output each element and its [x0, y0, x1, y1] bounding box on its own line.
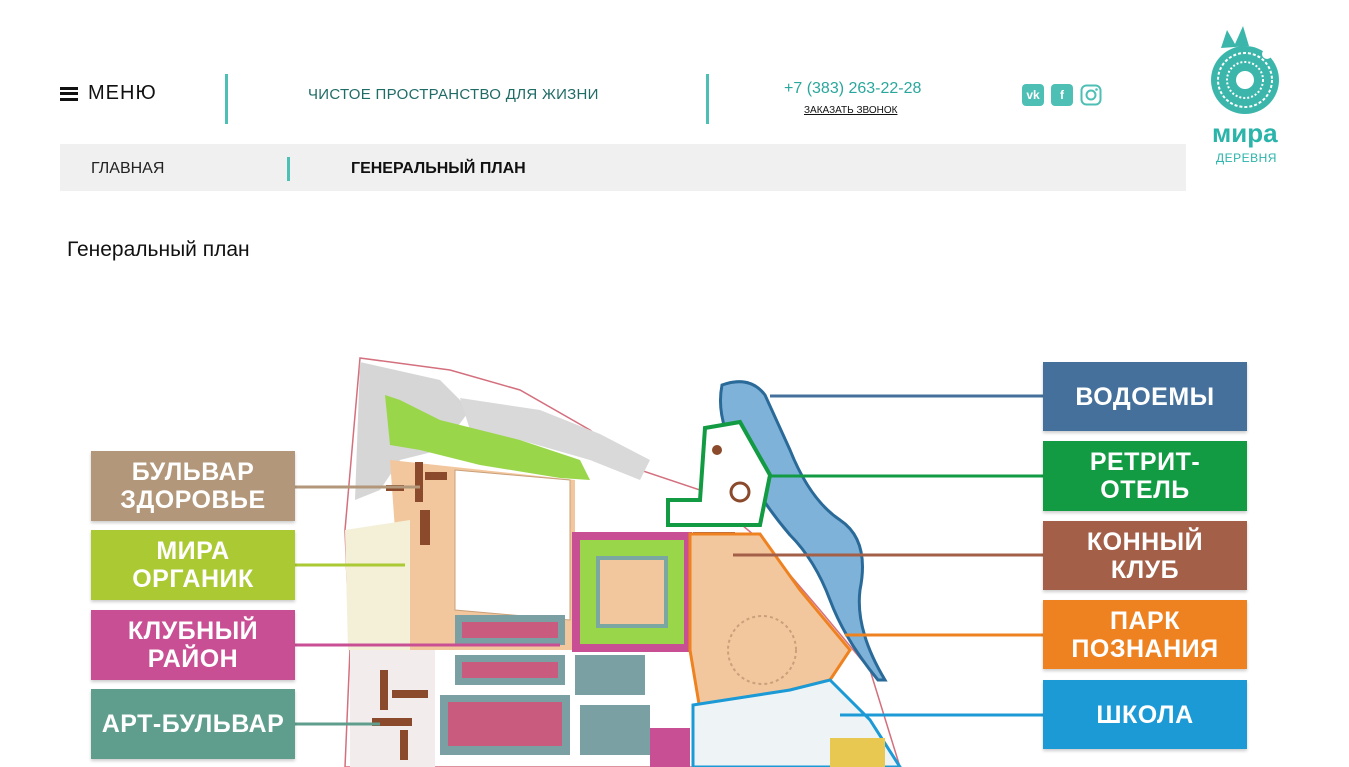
- zone-label-school[interactable]: ШКОЛА: [1043, 680, 1247, 749]
- zone-label-line: ЗДОРОВЬЕ: [120, 486, 266, 514]
- zone-label-line: РАЙОН: [147, 645, 239, 673]
- zone-label-line: БУЛЬВАР: [131, 458, 255, 486]
- header-divider: [225, 74, 228, 124]
- breadcrumb-current: ГЕНЕРАЛЬНЫЙ ПЛАН: [351, 160, 526, 177]
- zone-label-line: МИРА: [156, 537, 230, 565]
- zone-label-line: АРТ-БУЛЬВАР: [101, 710, 285, 738]
- mira-logo-icon[interactable]: [1205, 20, 1295, 170]
- facebook-icon[interactable]: f: [1051, 84, 1073, 106]
- zone-label-line: РЕТРИТ-: [1089, 448, 1201, 476]
- hamburger-icon: [60, 86, 78, 101]
- zone-label-line: КЛУБНЫЙ: [127, 617, 259, 645]
- menu-button[interactable]: МЕНЮ: [60, 82, 157, 105]
- master-plan-drawing: [295, 357, 1043, 767]
- zone-label-line: ОРГАНИК: [132, 565, 254, 593]
- zone-label-line: ВОДОЕМЫ: [1075, 382, 1215, 411]
- zone-label-retreat-hotel[interactable]: РЕТРИТ-ОТЕЛЬ: [1043, 441, 1247, 511]
- zone-label-line: ПОЗНАНИЯ: [1071, 634, 1219, 663]
- callback-link[interactable]: ЗАКАЗАТЬ ЗВОНОК: [804, 105, 898, 116]
- breadcrumb-home-link[interactable]: ГЛАВНАЯ: [91, 160, 165, 177]
- breadcrumb: ГЛАВНАЯ ГЕНЕРАЛЬНЫЙ ПЛАН: [60, 144, 1186, 191]
- logo-subtitle: ДЕРЕВНЯ: [1216, 151, 1277, 165]
- header-divider: [706, 74, 709, 124]
- logo-title: мира: [1212, 118, 1278, 148]
- vk-icon[interactable]: vk: [1022, 84, 1044, 106]
- zone-label-water-bodies[interactable]: ВОДОЕМЫ: [1043, 362, 1247, 431]
- zone-label-line: КЛУБ: [1110, 555, 1180, 584]
- menu-label: МЕНЮ: [88, 82, 157, 104]
- page-title: Генеральный план: [67, 238, 250, 261]
- instagram-icon[interactable]: [1080, 84, 1102, 106]
- breadcrumb-divider: [287, 157, 290, 181]
- zone-label-line: КОННЫЙ: [1086, 527, 1204, 556]
- zone-label-line: ШКОЛА: [1096, 700, 1194, 729]
- site-header: МЕНЮ ЧИСТОЕ ПРОСТРАНСТВО ДЛЯ ЖИЗНИ +7 (3…: [0, 0, 1349, 165]
- phone-number[interactable]: +7 (383) 263-22-28: [784, 80, 922, 97]
- tagline: ЧИСТОЕ ПРОСТРАНСТВО ДЛЯ ЖИЗНИ: [308, 86, 599, 103]
- zone-label-art-boulevard[interactable]: АРТ-БУЛЬВАР: [91, 689, 295, 759]
- zone-label-line: ПАРК: [1110, 606, 1180, 635]
- zone-label-line: ОТЕЛЬ: [1100, 476, 1190, 504]
